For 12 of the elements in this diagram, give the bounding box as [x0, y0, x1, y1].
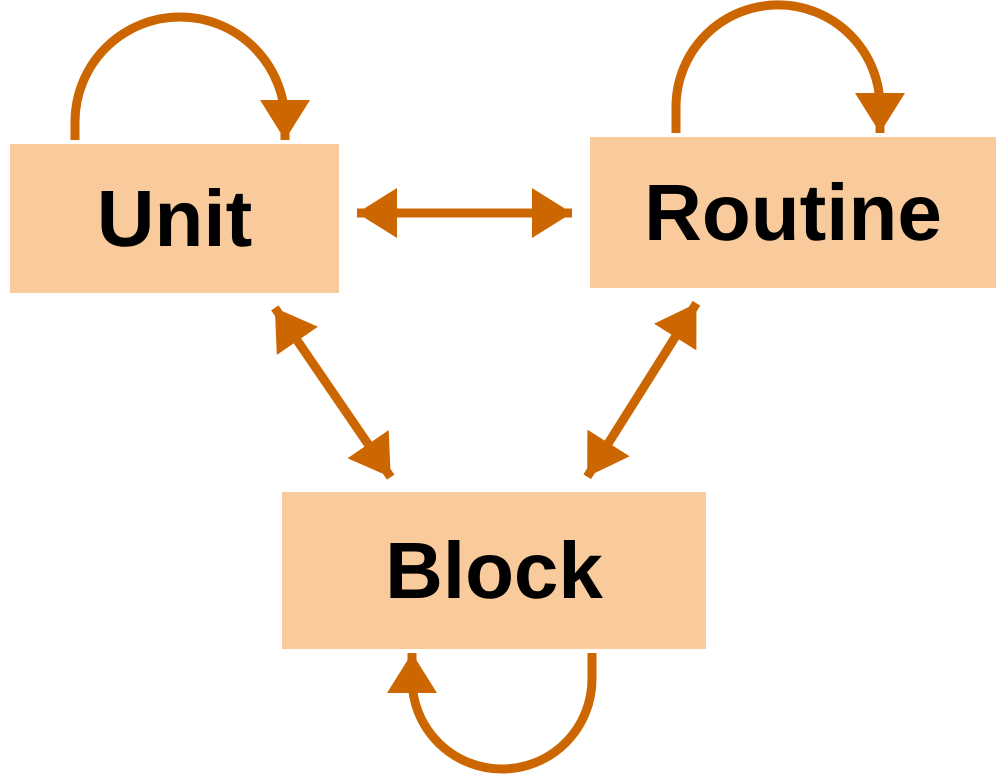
node-label: Routine: [644, 166, 942, 258]
process-box: [590, 137, 996, 288]
node-label: Block: [385, 524, 603, 616]
double-arrow: [583, 300, 700, 480]
loop-arrow: [70, 12, 310, 140]
process-box: [10, 144, 339, 293]
loop-arrow: [672, 0, 905, 133]
process-box: [282, 492, 706, 649]
loop-arrow: [387, 653, 596, 774]
node-label: Unit: [96, 172, 252, 264]
double-arrow: [357, 188, 572, 238]
double-arrow: [271, 305, 394, 480]
